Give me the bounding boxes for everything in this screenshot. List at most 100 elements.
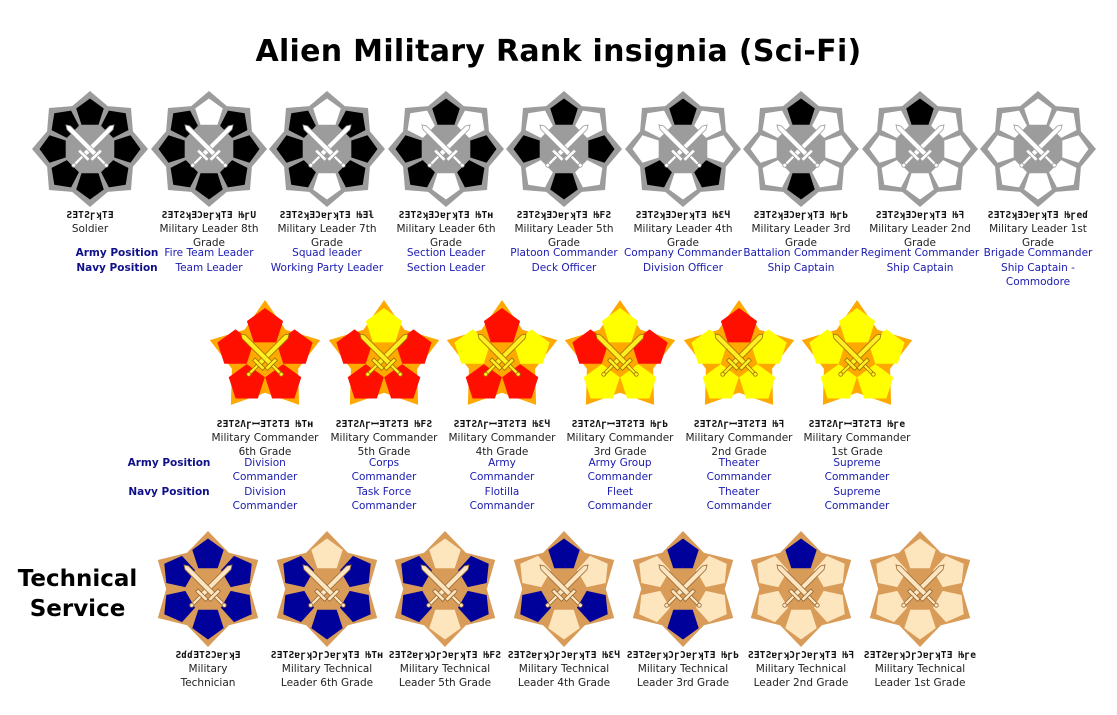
army-position: Fire Team Leader <box>164 247 254 259</box>
alien-script-rank-name: ƧƎTƧɼʞTƎ <box>66 210 114 221</box>
army-position: Division Commander <box>232 457 298 483</box>
alien-script-rank-name: ƧƎTƧɅɼꟷƎTƧTƎ Њɼe <box>808 419 906 430</box>
alien-script-rank-name: ƧƎTƧʞƎƆɐɼʞTƎ ЊƐЧ <box>635 210 731 221</box>
crossed-swords-icon <box>359 333 409 377</box>
rank-segment-empty <box>1024 173 1052 200</box>
rank-segment-filled <box>384 364 421 399</box>
army-position: Theater Commander <box>706 457 772 483</box>
alien-script-rank-name: ƧƎTƧʞƎƆɐɼʞTƎ ЊɼU <box>161 210 257 221</box>
army-position: Section Leader <box>406 247 486 259</box>
crossed-swords-icon <box>65 124 115 168</box>
rank-segment-filled <box>401 590 432 623</box>
crossed-swords-icon <box>895 564 945 608</box>
crossed-swords-icon <box>1013 124 1063 168</box>
rank-name: Military Commander 3rd Grade <box>566 432 674 458</box>
rank-name: Military Leader 6th Grade <box>396 223 496 249</box>
rank-segment-empty <box>785 609 817 640</box>
rank-insignia-icon <box>151 91 267 207</box>
rank-segment-filled <box>246 308 284 343</box>
rank-segment-filled <box>228 364 265 399</box>
rank-segment-filled <box>720 308 758 343</box>
rank-segment-empty <box>944 135 971 163</box>
rank-segment-filled <box>669 98 697 125</box>
insignia-card: ƧƎTƧʞƎƆɐɼʞTƎ ЊƐЧ Military Leader 4th Grad… <box>623 89 743 250</box>
rank-segment-filled <box>395 135 422 163</box>
rank-segment-filled <box>340 555 371 588</box>
rank-segment-empty <box>933 590 964 623</box>
navy-position: Section Leader <box>406 262 486 274</box>
crossed-swords-icon <box>895 124 945 168</box>
rank-insignia-icon <box>513 531 615 647</box>
rank-segment-filled <box>577 590 608 623</box>
rank-segment-empty <box>620 364 657 399</box>
rank-segment-empty <box>757 555 788 588</box>
rank-segment-filled <box>906 98 934 125</box>
rank-segment-filled <box>311 609 343 640</box>
rank-segment-empty <box>601 308 639 343</box>
rank-name: Military Technical Leader 2nd Grade <box>753 663 849 689</box>
navy-position: Ship Captain - Commodore <box>1001 262 1075 288</box>
rank-name: Military Technical Leader 3rd Grade <box>636 663 730 689</box>
rank-segment-empty <box>739 364 776 399</box>
rank-segment-filled <box>550 98 578 125</box>
alien-script-rank-name: ƧɗɗƎTƧƆɐɼʞƎ <box>175 650 241 661</box>
rank-segment-empty <box>429 538 461 569</box>
rank-name: Military Commander 6th Grade <box>211 432 319 458</box>
rank-insignia-icon <box>625 91 741 207</box>
rank-insignia-icon <box>209 300 321 405</box>
rank-segment-filled <box>787 173 815 200</box>
army-position: Supreme Commander <box>824 457 890 483</box>
rank-name: Military Leader 4th Grade <box>633 223 733 249</box>
alien-script-rank-name: ƧƎTƧʞƎƆɐɼʞTƎ ЊƎƚ <box>279 210 375 221</box>
rank-segment-filled <box>667 609 699 640</box>
alien-script-rank-name: ƧƎTƧʞƎƆɐɼʞTƎ ЊFƧ <box>516 210 612 221</box>
rank-segment-filled <box>164 555 195 588</box>
technical-service-heading-line: Technical <box>17 566 138 592</box>
navy-position: Ship Captain <box>767 262 835 274</box>
rank-segment-empty <box>820 364 857 399</box>
rank-segment-empty <box>904 538 936 569</box>
crossed-swords-icon <box>595 333 645 377</box>
rank-segment-filled <box>520 590 551 623</box>
alien-script-rank-name: ƧƎTƧɐɼʞƆɼƆɐɼʞTƎ Њꟻ <box>747 650 855 661</box>
rank-segment-filled <box>502 364 539 399</box>
alien-script-rank-name: ƧƎTƧɐɼʞƆɼƆɐɼʞTƎ ЊɼЬ <box>626 650 740 661</box>
rank-segment-empty <box>904 609 936 640</box>
alien-script-rank-name: ƧƎTƧʞƎƆɐɼʞTƎ Њꟻ <box>875 210 965 221</box>
alien-script-rank-name: ƧƎTƧɅɼꟷƎTƧTƎ ЊFƧ <box>335 419 433 430</box>
crossed-swords-icon <box>539 564 589 608</box>
alien-script-rank-name: ƧƎTƧɐɼʞƆɼƆɐɼʞTƎ ЊFƧ <box>388 650 502 661</box>
navy-position: Working Party Leader <box>270 262 384 274</box>
alien-script-rank-name: ƧƎTƧɅɼꟷƎTƧTƎ ЊTʜ <box>216 419 314 430</box>
rank-segment-empty <box>365 308 403 343</box>
rank-segment-filled <box>458 590 489 623</box>
rank-name: Military Leader 3rd Grade <box>751 223 851 249</box>
rank-segment-filled <box>465 364 502 399</box>
page-title: Alien Military Rank insignia (Sci-Fi) <box>255 34 862 69</box>
rank-segment-filled <box>76 173 104 200</box>
rank-segment-empty <box>757 590 788 623</box>
rank-segment-filled <box>513 135 540 163</box>
crossed-swords-icon <box>183 564 233 608</box>
rank-segment-empty <box>195 98 223 125</box>
rank-name: Military Leader 2nd Grade <box>869 223 971 249</box>
crossed-swords-icon <box>658 564 708 608</box>
rank-name: Military Commander 5th Grade <box>330 432 438 458</box>
crossed-swords-icon <box>302 124 352 168</box>
rank-insignia-icon <box>32 91 148 207</box>
alien-script-rank-name: ƧƎTƧɅɼꟷƎTƧTƎ ЊƐЧ <box>453 419 551 430</box>
rank-segment-filled <box>158 135 185 163</box>
row2-navy-position-label: Navy Position <box>128 486 210 498</box>
rank-segment-empty <box>987 135 1014 163</box>
army-position: Battalion Commander <box>743 247 859 259</box>
rank-name: Military Commander 1st Grade <box>803 432 911 458</box>
rank-segment-empty <box>313 98 341 125</box>
